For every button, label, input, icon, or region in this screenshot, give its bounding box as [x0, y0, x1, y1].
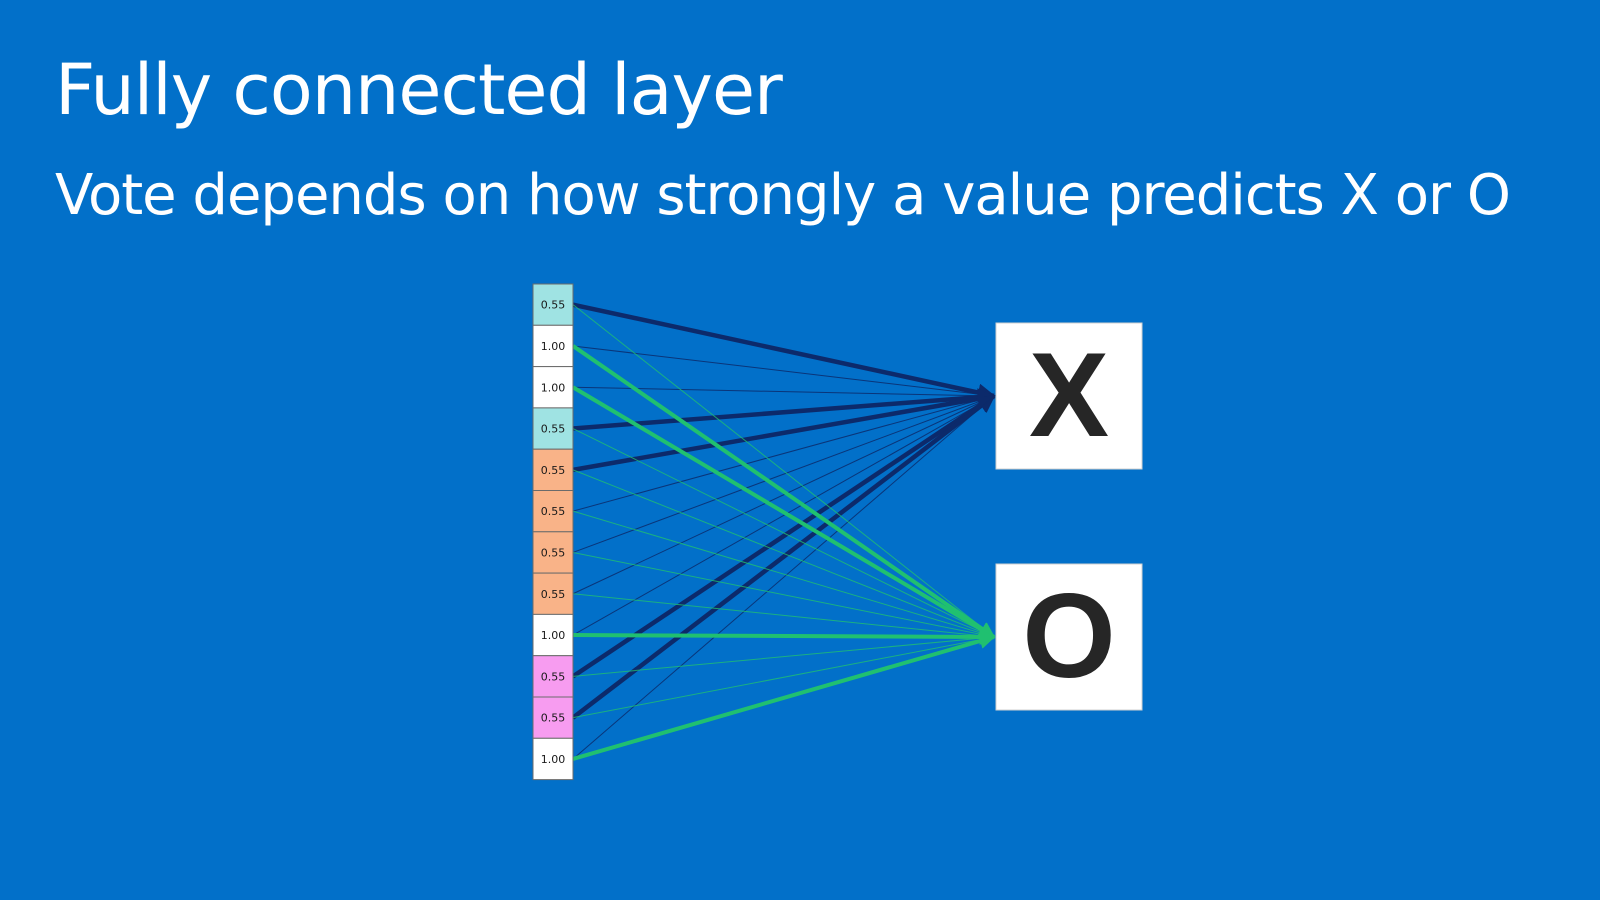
input-cell: 0.55 — [532, 448, 574, 492]
input-cell-value: 0.55 — [541, 546, 566, 559]
output-node-x: X — [995, 322, 1143, 470]
connection-to-o-11 — [572, 633, 996, 761]
input-cell: 0.55 — [532, 572, 574, 615]
input-cell-box — [532, 366, 574, 409]
connection-to-x-8 — [572, 395, 995, 636]
connection-to-o-4 — [572, 469, 995, 638]
input-cell-box — [532, 572, 574, 615]
connection-to-x-3 — [572, 388, 996, 431]
output-node-o: O — [995, 563, 1143, 711]
connection-to-o-6 — [572, 551, 995, 638]
input-cell: 0.55 — [532, 655, 574, 698]
input-cell-value: 0.55 — [541, 464, 566, 477]
connection-to-x-9 — [571, 394, 996, 679]
input-cell-value: 0.55 — [541, 670, 566, 683]
input-cell: 1.00 — [532, 366, 574, 409]
connection-to-o-7 — [572, 593, 995, 638]
input-cell-value: 0.55 — [541, 299, 566, 312]
connection-to-o-0 — [572, 304, 995, 638]
input-cell-box — [532, 613, 574, 657]
input-cell-box — [532, 324, 574, 368]
input-cell-box — [532, 531, 574, 574]
input-cell-value: 1.00 — [541, 629, 566, 642]
input-cell: 0.55 — [532, 490, 574, 533]
input-cell-box — [532, 283, 574, 326]
input-cell: 0.55 — [532, 696, 574, 739]
connection-to-o-2 — [571, 385, 996, 639]
output-node-box — [995, 322, 1143, 470]
connection-to-x-4 — [572, 389, 996, 473]
connection-to-x-10 — [571, 394, 996, 720]
output-node-label: X — [1029, 328, 1109, 462]
slide-title: Fully connected layer — [55, 49, 783, 131]
connection-to-o-9 — [572, 636, 995, 677]
input-cell: 0.55 — [532, 531, 574, 574]
connection-to-x-6 — [572, 395, 995, 553]
connection-to-o-3 — [572, 428, 995, 638]
input-cell-value: 0.55 — [541, 505, 566, 518]
connection-to-x-5 — [572, 395, 995, 512]
input-cell-box — [532, 490, 574, 533]
connection-to-o-8 — [572, 628, 996, 645]
input-cell: 0.55 — [532, 407, 574, 450]
input-cell-value: 0.55 — [541, 423, 566, 436]
connection-to-x-0 — [572, 302, 996, 402]
connection-to-o-5 — [572, 510, 995, 638]
input-cell-box — [532, 407, 574, 450]
input-cell: 1.00 — [532, 613, 574, 657]
input-cell: 1.00 — [532, 324, 574, 368]
connection-to-x-11 — [572, 395, 995, 760]
connections-layer — [571, 302, 996, 761]
input-cell-value: 0.55 — [541, 588, 566, 601]
output-nodes: XO — [995, 322, 1143, 711]
connection-to-x-1 — [572, 345, 995, 397]
input-cell-box — [532, 696, 574, 739]
input-cell-value: 1.00 — [541, 340, 566, 353]
input-cell-box — [532, 448, 574, 492]
input-cell: 0.55 — [532, 283, 574, 326]
input-cell-value: 1.00 — [541, 753, 566, 766]
input-cell-value: 0.55 — [541, 712, 566, 725]
input-vector: 0.55 1.00 1.00 0.55 0.55 0.55 0.55 0.55 1.00 0.55… — [532, 283, 574, 781]
connection-to-x-2 — [572, 386, 995, 397]
output-node-label: O — [1022, 569, 1115, 703]
connection-to-o-1 — [571, 344, 996, 639]
input-cell-value: 1.00 — [541, 381, 566, 394]
input-cell-box — [532, 737, 574, 781]
output-node-box — [995, 563, 1143, 711]
connection-to-o-10 — [572, 636, 995, 719]
input-cell-box — [532, 655, 574, 698]
connection-to-x-7 — [572, 395, 995, 595]
input-cell: 1.00 — [532, 737, 574, 781]
slide-subtitle: Vote depends on how strongly a value pre… — [55, 163, 1511, 228]
